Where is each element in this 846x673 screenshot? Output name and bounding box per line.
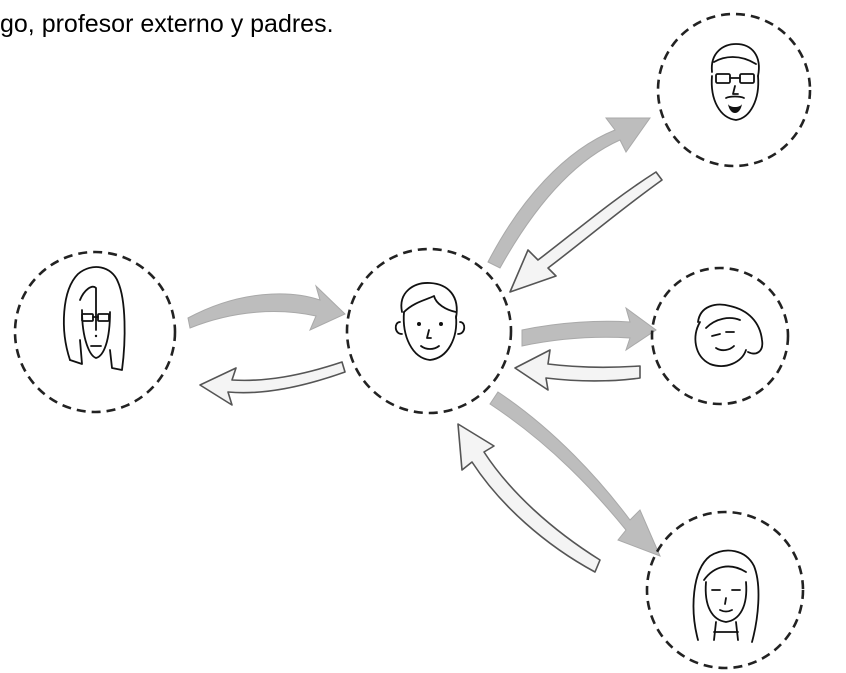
- node-center: [345, 247, 513, 415]
- dashed-ring: [345, 247, 513, 415]
- dashed-ring: [645, 510, 805, 670]
- arrow-top-right-to-center: [509, 171, 663, 293]
- arrow-mid-right-to-center: [514, 349, 641, 391]
- arrow-center-to-mid-right: [521, 306, 657, 352]
- boy-face-icon: [394, 282, 466, 361]
- node-mid-right: [650, 266, 790, 406]
- arrow-center-to-left: [199, 361, 346, 406]
- dashed-ring: [13, 250, 177, 414]
- arrow-center-to-top-right: [487, 117, 651, 269]
- arrow-center-to-bottom-right: [489, 391, 661, 557]
- woman-glasses-face-icon: [62, 266, 126, 371]
- dashed-ring: [656, 12, 812, 168]
- caption-text: go, profesor externo y padres.: [0, 10, 334, 38]
- node-top-right: [656, 12, 812, 168]
- node-left: [13, 250, 177, 414]
- arrow-bottom-right-to-center: [457, 423, 601, 573]
- girl-short-hair-face-icon: [694, 303, 764, 367]
- dashed-ring: [650, 266, 790, 406]
- girl-long-hair-face-icon: [692, 549, 760, 643]
- arrow-left-to-center: [187, 284, 346, 331]
- bearded-man-glasses-face-icon: [710, 43, 760, 121]
- node-bottom-right: [645, 510, 805, 670]
